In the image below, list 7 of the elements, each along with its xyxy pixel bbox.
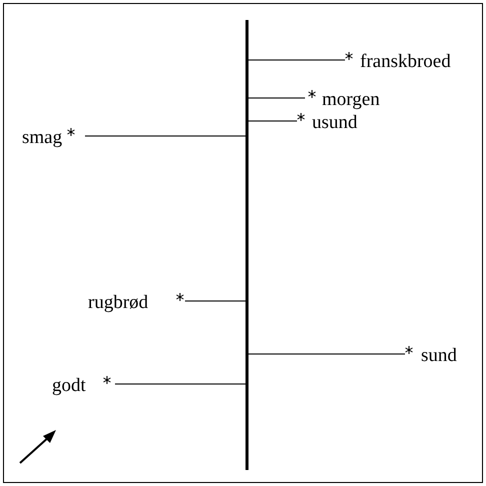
- point-label: smag: [22, 128, 62, 148]
- point-label: sund: [421, 346, 457, 366]
- point-label: usund: [312, 113, 358, 133]
- point-label: rugbrød: [88, 293, 148, 313]
- point-label: franskbroed: [360, 52, 451, 72]
- point-label: morgen: [322, 90, 380, 110]
- point-label: godt: [52, 376, 86, 396]
